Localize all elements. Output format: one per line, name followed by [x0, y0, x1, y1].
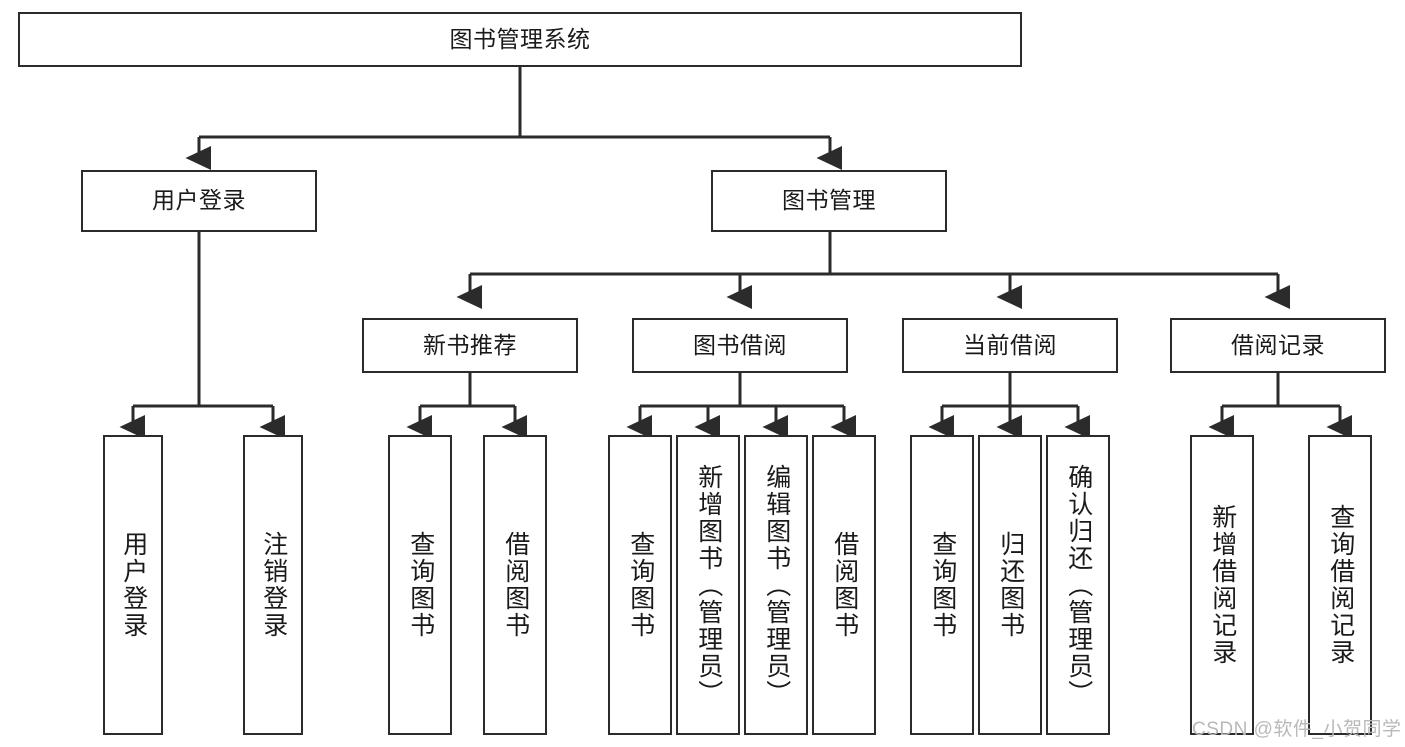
leaf-new-book-query[interactable]: 查询图书	[388, 435, 452, 735]
node-current-borrow[interactable]: 当前借阅	[902, 318, 1118, 373]
leaf-borrow-record-add[interactable]: 新增借阅记录	[1190, 435, 1254, 735]
node-label: 用户登录	[152, 187, 246, 214]
node-label: 图书管理	[782, 187, 876, 214]
node-book-management[interactable]: 图书管理	[711, 170, 947, 232]
node-label: 确认归还（管理员）	[1064, 463, 1093, 707]
node-label: 新增借阅记录	[1208, 504, 1237, 666]
node-new-book-recommend[interactable]: 新书推荐	[362, 318, 578, 373]
node-user-login[interactable]: 用户登录	[81, 170, 317, 232]
node-label: 编辑图书（管理员）	[762, 463, 791, 707]
node-label: 归还图书	[996, 531, 1025, 639]
leaf-current-borrow-query[interactable]: 查询图书	[910, 435, 974, 735]
leaf-book-borrow-add[interactable]: 新增图书（管理员）	[676, 435, 740, 735]
node-label: 查询图书	[928, 531, 957, 639]
node-label: 图书管理系统	[449, 25, 591, 52]
csdn-watermark: CSDN @软件_小贺同学	[1192, 719, 1402, 740]
node-label: 当前借阅	[963, 331, 1057, 358]
node-label: 图书借阅	[693, 331, 787, 358]
leaf-book-borrow-borrow[interactable]: 借阅图书	[812, 435, 876, 735]
node-label: 查询图书	[626, 531, 655, 639]
leaf-user-login-logout[interactable]: 注销登录	[243, 435, 303, 735]
node-label: 借阅记录	[1231, 331, 1325, 358]
leaf-current-borrow-confirm-return[interactable]: 确认归还（管理员）	[1046, 435, 1110, 735]
node-label: 用户登录	[119, 531, 148, 639]
leaf-borrow-record-query[interactable]: 查询借阅记录	[1308, 435, 1372, 735]
node-label: 新增图书（管理员）	[694, 463, 723, 707]
node-root-book-management-system[interactable]: 图书管理系统	[18, 12, 1022, 67]
leaf-new-book-borrow[interactable]: 借阅图书	[483, 435, 547, 735]
node-borrow-record[interactable]: 借阅记录	[1170, 318, 1386, 373]
node-label: 新书推荐	[423, 331, 517, 358]
node-label: 查询图书	[406, 531, 435, 639]
node-book-borrow[interactable]: 图书借阅	[632, 318, 848, 373]
leaf-current-borrow-return[interactable]: 归还图书	[978, 435, 1042, 735]
node-label: 借阅图书	[501, 531, 530, 639]
node-label: 借阅图书	[830, 531, 859, 639]
leaf-user-login-login[interactable]: 用户登录	[103, 435, 163, 735]
leaf-book-borrow-edit[interactable]: 编辑图书（管理员）	[744, 435, 808, 735]
node-label: 注销登录	[259, 531, 288, 639]
leaf-book-borrow-query[interactable]: 查询图书	[608, 435, 672, 735]
node-label: 查询借阅记录	[1326, 504, 1355, 666]
